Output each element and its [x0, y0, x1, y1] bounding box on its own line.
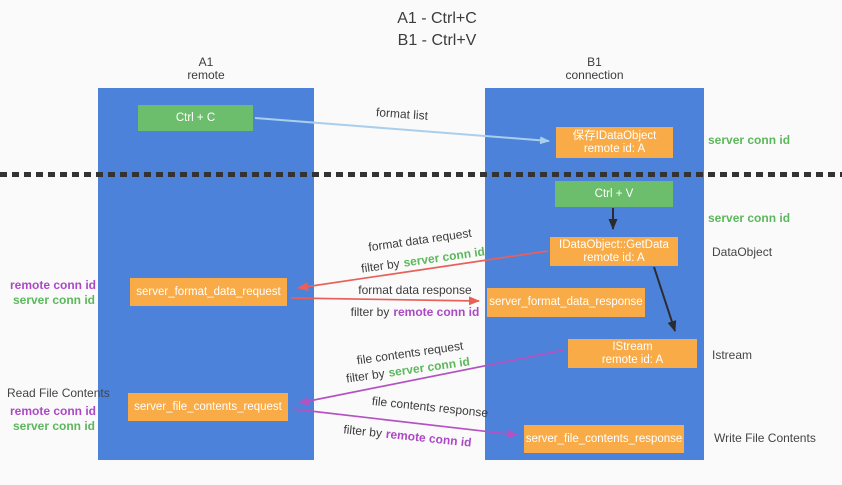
server-format-data-response-label: server_format_data_response	[489, 296, 643, 308]
node-save-idataobject: 保存IDataObject remote id: A	[556, 127, 673, 158]
label-read-file-contents: Read File Contents	[7, 386, 110, 400]
label-file-contents-response: file contents response	[371, 393, 489, 421]
lane-a1-name: A1	[198, 55, 214, 69]
label-server-conn-id-mid: server conn id	[708, 211, 791, 225]
node-server-format-data-request: server_format_data_request	[130, 278, 287, 306]
label-dataobject: DataObject	[712, 245, 773, 259]
ctrl-c-label: Ctrl + C	[175, 111, 216, 124]
label-format-list: format list	[375, 105, 429, 123]
label-server-conn-id-left-2: server conn id	[12, 419, 95, 433]
node-server-file-contents-request: server_file_contents_request	[128, 393, 288, 421]
server-file-contents-request-label: server_file_contents_request	[134, 400, 282, 413]
filter-by-text-3: filter by	[345, 366, 386, 386]
label-remote-conn-id-left-1: remote conn id	[10, 278, 97, 292]
node-server-format-data-response: server_format_data_response	[487, 288, 645, 317]
node-ctrl-v: Ctrl + V	[555, 181, 673, 207]
label-server-conn-id-top: server conn id	[708, 133, 791, 147]
ctrl-v-label: Ctrl + V	[594, 187, 634, 200]
server-file-contents-response-label: server_file_contents_response	[525, 432, 683, 445]
remote-conn-id-inline-1: remote conn id	[393, 305, 480, 319]
server-conn-id-inline-1: server conn id	[402, 244, 486, 270]
lane-a1-role: remote	[187, 68, 225, 82]
remote-conn-id-inline-2: remote conn id	[385, 426, 473, 450]
istream-line2: remote id: A	[601, 353, 664, 366]
save-idataobject-line2: remote id: A	[583, 142, 646, 155]
node-server-file-contents-response: server_file_contents_response	[524, 425, 684, 453]
getdata-line2: remote id: A	[583, 251, 645, 264]
lane-b1-role: connection	[565, 68, 624, 82]
title-line-b1: B1 - Ctrl+V	[397, 32, 477, 49]
diagram-title: A1 - Ctrl+C B1 - Ctrl+V	[16, 8, 842, 52]
node-ctrl-c: Ctrl + C	[138, 105, 253, 131]
label-format-data-response: format data response	[358, 283, 472, 297]
format-data-response-arrow	[290, 296, 480, 306]
filter-by-text-1: filter by	[360, 256, 401, 276]
node-istream: IStream remote id: A	[568, 339, 697, 368]
filter-by-text-4: filter by	[342, 422, 383, 441]
label-istream: Istream	[712, 348, 753, 362]
server-format-data-request-label: server_format_data_request	[136, 285, 281, 298]
istream-line1: IStream	[612, 340, 653, 353]
getdata-line1: IDataObject::GetData	[559, 238, 669, 251]
lane-header-b1: B1 connection	[485, 56, 704, 82]
label-server-conn-id-left-1: server conn id	[12, 293, 95, 307]
phase-separator-line	[0, 172, 842, 177]
title-line-a1: A1 - Ctrl+C	[397, 10, 477, 27]
save-idataobject-line1: 保存IDataObject	[572, 129, 657, 142]
filter-by-text-2: filter by	[350, 305, 390, 319]
node-idataobject-getdata: IDataObject::GetData remote id: A	[550, 237, 678, 266]
lane-header-a1: A1 remote	[98, 56, 314, 82]
label-remote-conn-id-left-2: remote conn id	[10, 404, 97, 418]
label-write-file-contents: Write File Contents	[714, 431, 816, 445]
lane-b1-name: B1	[587, 55, 602, 69]
